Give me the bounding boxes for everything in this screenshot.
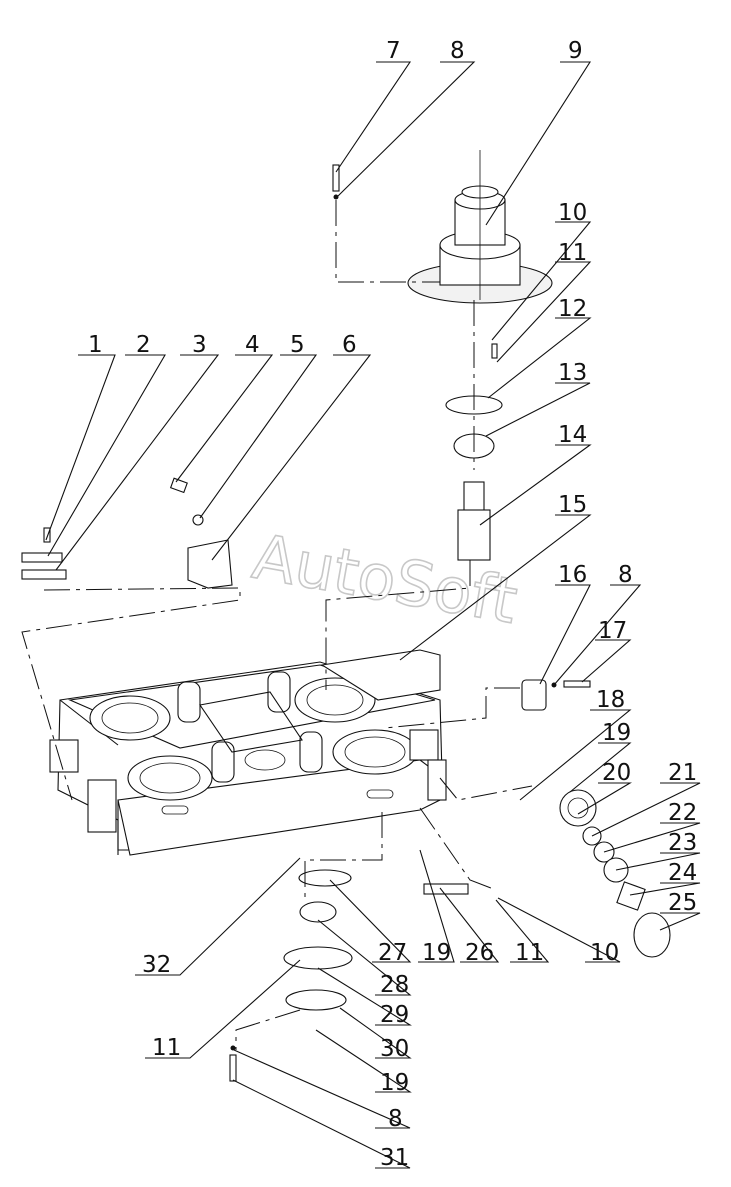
callout-24: 24	[668, 860, 697, 886]
callout-13: 13	[558, 360, 587, 386]
callout-9: 9	[568, 38, 583, 64]
assembly-paths	[21, 200, 533, 1050]
callout-32: 32	[142, 952, 171, 978]
callout-10: 10	[558, 200, 587, 226]
callout-10b: 10	[590, 940, 619, 966]
main-housing	[49, 649, 447, 856]
callout-15: 15	[558, 492, 587, 518]
callout-7: 7	[386, 38, 401, 64]
callout-25: 25	[668, 890, 697, 916]
callout-3: 3	[192, 332, 207, 358]
callout-26: 26	[465, 940, 494, 966]
callout-16: 16	[558, 562, 587, 588]
callout-6: 6	[342, 332, 357, 358]
callout-19c: 19	[380, 1070, 409, 1096]
callout-8b: 8	[618, 562, 633, 588]
callout-17: 17	[598, 618, 627, 644]
drive-unit	[407, 150, 553, 304]
plates-1-3	[21, 527, 67, 580]
shaft-parts-19-25	[559, 789, 671, 958]
callout-11c: 11	[152, 1035, 181, 1061]
callout-28: 28	[380, 972, 409, 998]
callout-20: 20	[602, 760, 631, 786]
callout-27: 27	[378, 940, 407, 966]
bolt-7	[332, 164, 340, 200]
callout-19: 19	[602, 720, 631, 746]
callout-23: 23	[668, 830, 697, 856]
clamp-16-17	[521, 679, 591, 711]
callout-11: 11	[558, 240, 587, 266]
callout-18: 18	[596, 687, 625, 713]
callout-11b: 11	[515, 940, 544, 966]
callout-19b: 19	[422, 940, 451, 966]
callout-8c: 8	[388, 1106, 403, 1132]
callout-labels: 1 2 3 4 5 6 7 8 9 10 11 12 13 14 15 16 8…	[88, 38, 697, 1171]
callout-30: 30	[380, 1036, 409, 1062]
callout-5: 5	[290, 332, 305, 358]
bracket-4-6	[169, 477, 233, 589]
callout-14: 14	[558, 422, 587, 448]
callout-1: 1	[88, 332, 103, 358]
callout-12: 12	[558, 296, 587, 322]
callout-4: 4	[245, 332, 260, 358]
callout-31: 31	[380, 1145, 409, 1171]
callout-8: 8	[450, 38, 465, 64]
callout-29: 29	[380, 1002, 409, 1028]
callout-21: 21	[668, 760, 697, 786]
callout-2: 2	[136, 332, 151, 358]
bottom-stack-27-31	[229, 869, 469, 1082]
callout-22: 22	[668, 800, 697, 826]
leader-lines	[45, 61, 701, 1169]
